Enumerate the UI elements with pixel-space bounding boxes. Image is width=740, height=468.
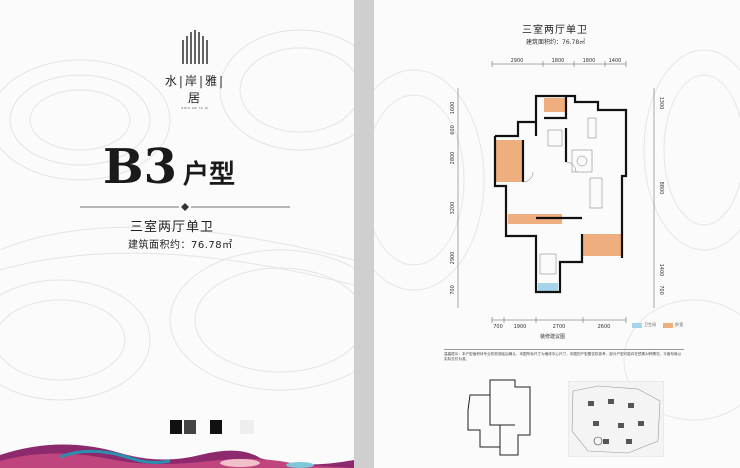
dim-left-4: 3200 xyxy=(450,202,456,215)
right-page: 三室两厅单卫 建筑面积约：76.78㎡ 2900 1800 1800 1400 … xyxy=(374,0,740,468)
dim-bottom-1: 700 xyxy=(493,324,503,330)
dim-bottom-3: 2700 xyxy=(553,324,566,330)
bottom-artwork xyxy=(0,444,354,468)
logo-subtitle: SHUI AN YA JU xyxy=(181,106,209,110)
layout-label: 三室两厅单卫 xyxy=(522,25,588,36)
plan-caption: 装修建议图 xyxy=(540,334,566,340)
site-plan xyxy=(568,381,664,457)
area-label: 建筑面积约：76.78㎡ xyxy=(128,240,233,251)
title-divider xyxy=(80,203,290,211)
floor-plan: 2900 1800 1800 1400 700 1900 2700 2600 1… xyxy=(450,58,664,330)
dim-bottom-4: 2600 xyxy=(598,324,611,330)
swirl-background xyxy=(374,49,740,421)
legend-swatch-bedroom xyxy=(663,322,674,328)
layout-label: 三室两厅单卫 xyxy=(130,220,215,235)
block-3 xyxy=(210,420,222,434)
dim-left-1: 1600 xyxy=(450,102,456,115)
unit-type-suffix: 户型 xyxy=(182,160,235,190)
dim-right-3: 1400 xyxy=(658,264,664,277)
disclaimer-note: 温馨提示：本户型面积待专业机构测绘后确认，本图所标尺寸为墙体中心尺寸，本图的户型… xyxy=(444,349,684,362)
block-2 xyxy=(184,420,196,434)
legend-swatch-bath xyxy=(632,322,642,328)
plan-legend: 卫生间 卧室 xyxy=(632,322,683,328)
dim-left-6: 700 xyxy=(450,285,456,295)
building-key-plan xyxy=(467,379,531,456)
dim-left-3: 2800 xyxy=(450,152,456,165)
logo-name: 水|岸|雅|居 xyxy=(164,74,226,105)
unit-type-code: B3 xyxy=(103,139,177,195)
dim-top-3: 1800 xyxy=(583,58,596,64)
dim-top-2: 1800 xyxy=(552,58,565,64)
block-1 xyxy=(170,420,182,434)
logo-mark-icon xyxy=(182,30,208,64)
dim-top-1: 2900 xyxy=(511,58,524,64)
dim-bottom-2: 1900 xyxy=(514,324,527,330)
dim-left-2: 600 xyxy=(450,125,456,135)
brand-logo: 水|岸|雅|居 SHUI AN YA JU xyxy=(160,30,230,110)
bedroom-1-fill xyxy=(495,140,523,182)
bath-fill xyxy=(538,283,558,291)
dim-right-4: 700 xyxy=(658,285,664,295)
dim-right-1: 1300 xyxy=(658,97,664,110)
dim-left-5: 2900 xyxy=(450,252,456,265)
spread-gutter xyxy=(354,0,374,468)
bedroom-2-fill xyxy=(544,98,566,112)
bedroom-4-fill xyxy=(582,234,622,256)
dim-right-2: 8800 xyxy=(658,182,664,195)
block-4 xyxy=(240,420,254,434)
legend-bath-label: 卫生间 xyxy=(644,322,656,327)
bedroom-3-fill xyxy=(508,214,562,224)
legend-bedroom-label: 卧室 xyxy=(675,322,684,327)
dim-top-4: 1400 xyxy=(609,58,622,64)
swirl-background xyxy=(0,29,354,401)
area-label: 建筑面积约：76.78㎡ xyxy=(526,39,586,46)
